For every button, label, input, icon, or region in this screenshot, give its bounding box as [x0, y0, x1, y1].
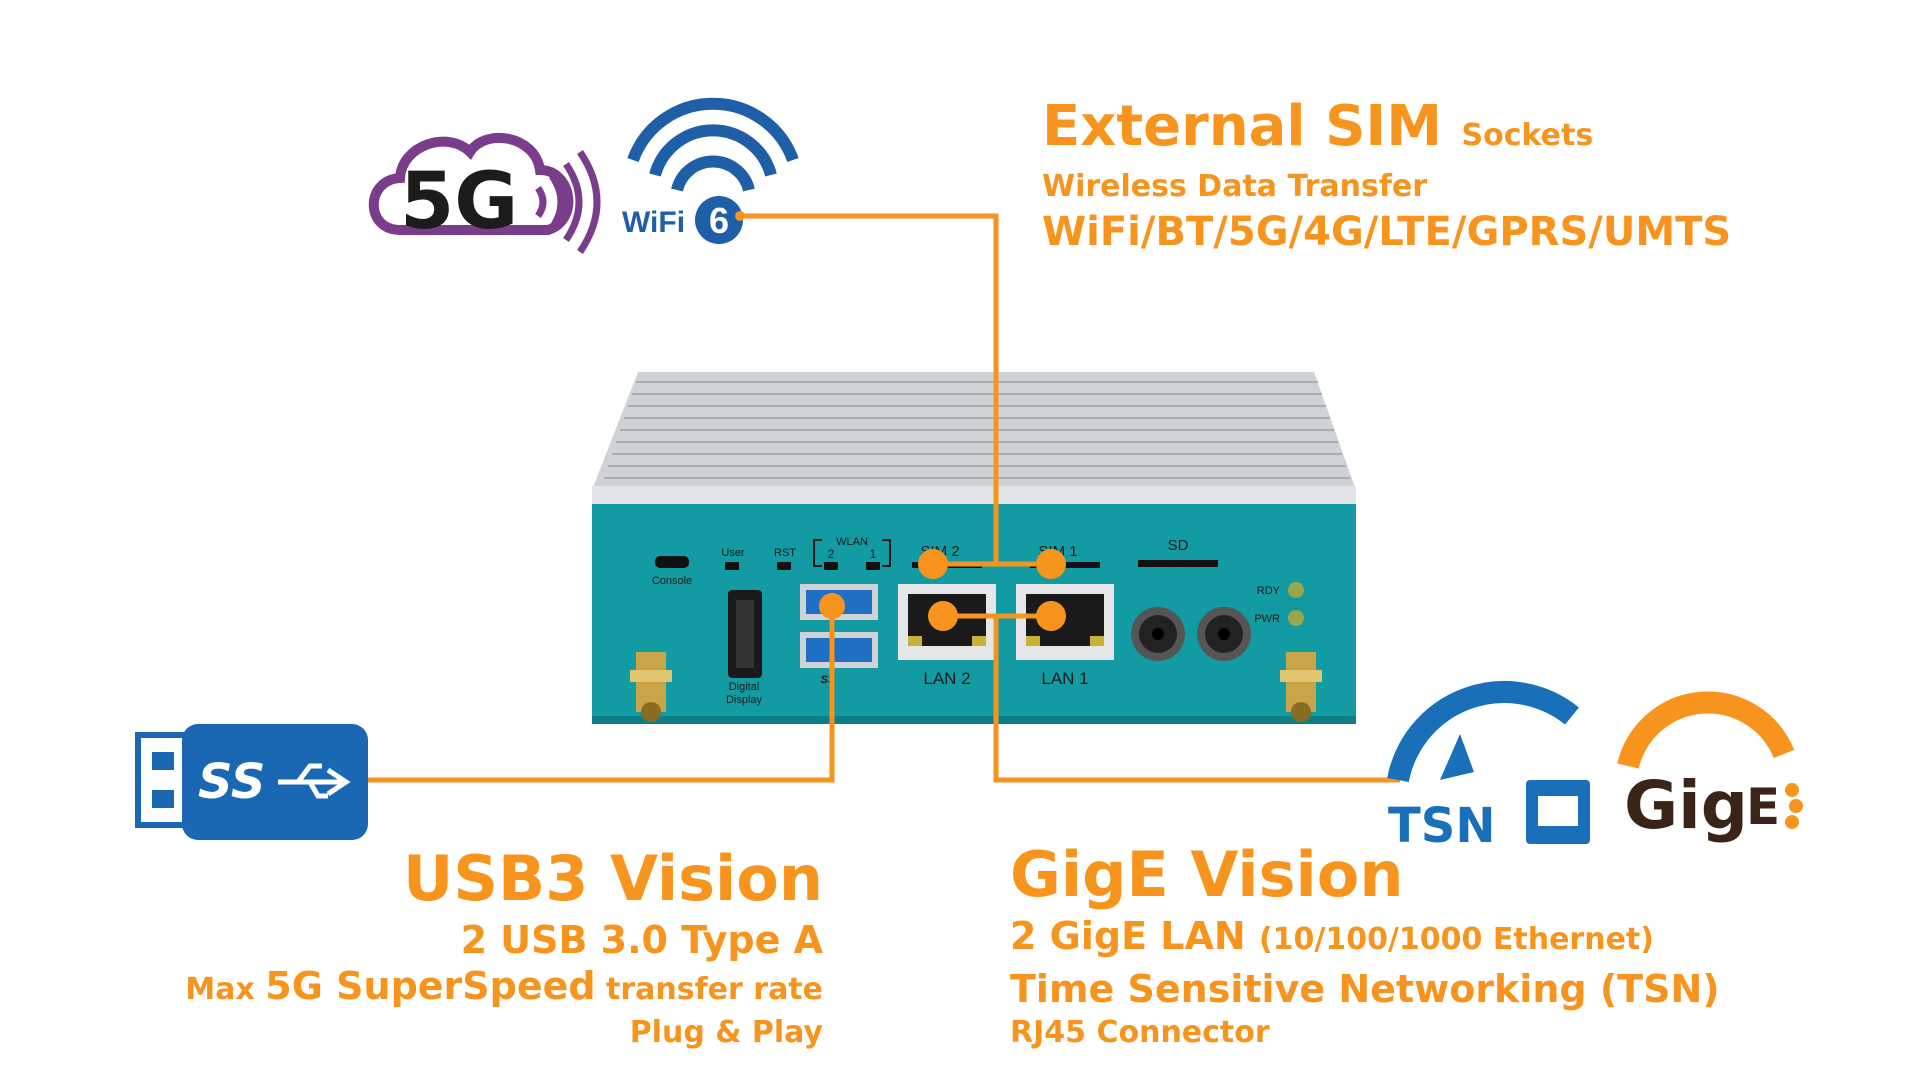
connector-dots	[735, 211, 1066, 631]
pwr-label: PWR	[1254, 613, 1280, 625]
gige-label: Gig	[1624, 767, 1748, 844]
wifi6-icon: WiFi 6	[622, 97, 799, 244]
wlan-label: WLAN	[836, 536, 868, 548]
console-label: Console	[652, 575, 692, 587]
5g-cloud-icon: 5G	[368, 132, 601, 254]
gige-e-label: E	[1746, 778, 1780, 836]
tsn-label: TSN	[1388, 798, 1495, 854]
tsn-icon: TSN	[1387, 681, 1590, 854]
usb-line-plug: Plug & Play	[629, 1015, 823, 1050]
display-label: Display	[726, 694, 763, 706]
gige-lan-speed: (10/100/1000 Ethernet)	[1258, 922, 1654, 957]
usb-title: USB3 Vision	[402, 842, 823, 915]
external-sim-callout: External SIM Sockets Wireless Data Trans…	[1042, 96, 1731, 257]
wifi-six-label: 6	[709, 200, 729, 241]
rst-label: RST	[774, 547, 796, 559]
antenna-connector-right	[1280, 652, 1322, 722]
usb3-vision-callout: USB3 Vision 2 USB 3.0 Type A Max 5G Supe…	[185, 842, 823, 1054]
gige-icon: Gig E	[1617, 691, 1803, 844]
industrial-pc-device: Console User RST WLAN 2 1 Digital Displa…	[592, 372, 1356, 724]
gige-title: GigE Vision	[1010, 838, 1404, 911]
rdy-label: RDY	[1257, 585, 1281, 597]
5g-label: 5G	[400, 157, 518, 247]
usb-superspeed-icon: SS	[135, 724, 368, 840]
usb-line-speed: Max 5G SuperSpeed transfer rate	[185, 964, 823, 1012]
sim-title-main: External SIM	[1042, 94, 1442, 159]
usb-speed-prefix: Max	[185, 972, 266, 1007]
connector-lines	[366, 213, 1400, 783]
lan2-label: LAN 2	[923, 669, 970, 688]
sim-title-sub: Sockets	[1461, 118, 1594, 153]
usb-line-ports: 2 USB 3.0 Type A	[460, 918, 823, 962]
antenna-connector-left	[630, 652, 672, 722]
usb-speed-main: 5G SuperSpeed	[265, 964, 596, 1008]
lan1-label: LAN 1	[1041, 669, 1088, 688]
wifi-label: WiFi	[622, 206, 685, 239]
gige-line-tsn: Time Sensitive Networking (TSN)	[1010, 967, 1720, 1011]
gige-line-lan: 2 GigE LAN (10/100/1000 Ethernet)	[1010, 912, 1720, 964]
wlan1-label: 1	[870, 547, 877, 561]
digital-label: Digital	[729, 681, 760, 693]
gige-vision-callout: GigE Vision 2 GigE LAN (10/100/1000 Ethe…	[1010, 838, 1720, 1052]
usb-speed-suffix: transfer rate	[595, 972, 823, 1007]
sd-label: SD	[1168, 537, 1189, 554]
wlan2-label: 2	[828, 547, 835, 561]
gige-line-rj45: RJ45 Connector	[1010, 1015, 1270, 1050]
sim-title: External SIM Sockets	[1042, 96, 1731, 167]
sim-line-protocols: WiFi/BT/5G/4G/LTE/GPRS/UMTS	[1042, 209, 1732, 255]
usb-ss-label: SS	[198, 754, 265, 810]
user-label: User	[721, 547, 745, 559]
sim-line-wireless: Wireless Data Transfer	[1042, 169, 1428, 204]
gige-lan-main: 2 GigE LAN	[1010, 914, 1259, 958]
